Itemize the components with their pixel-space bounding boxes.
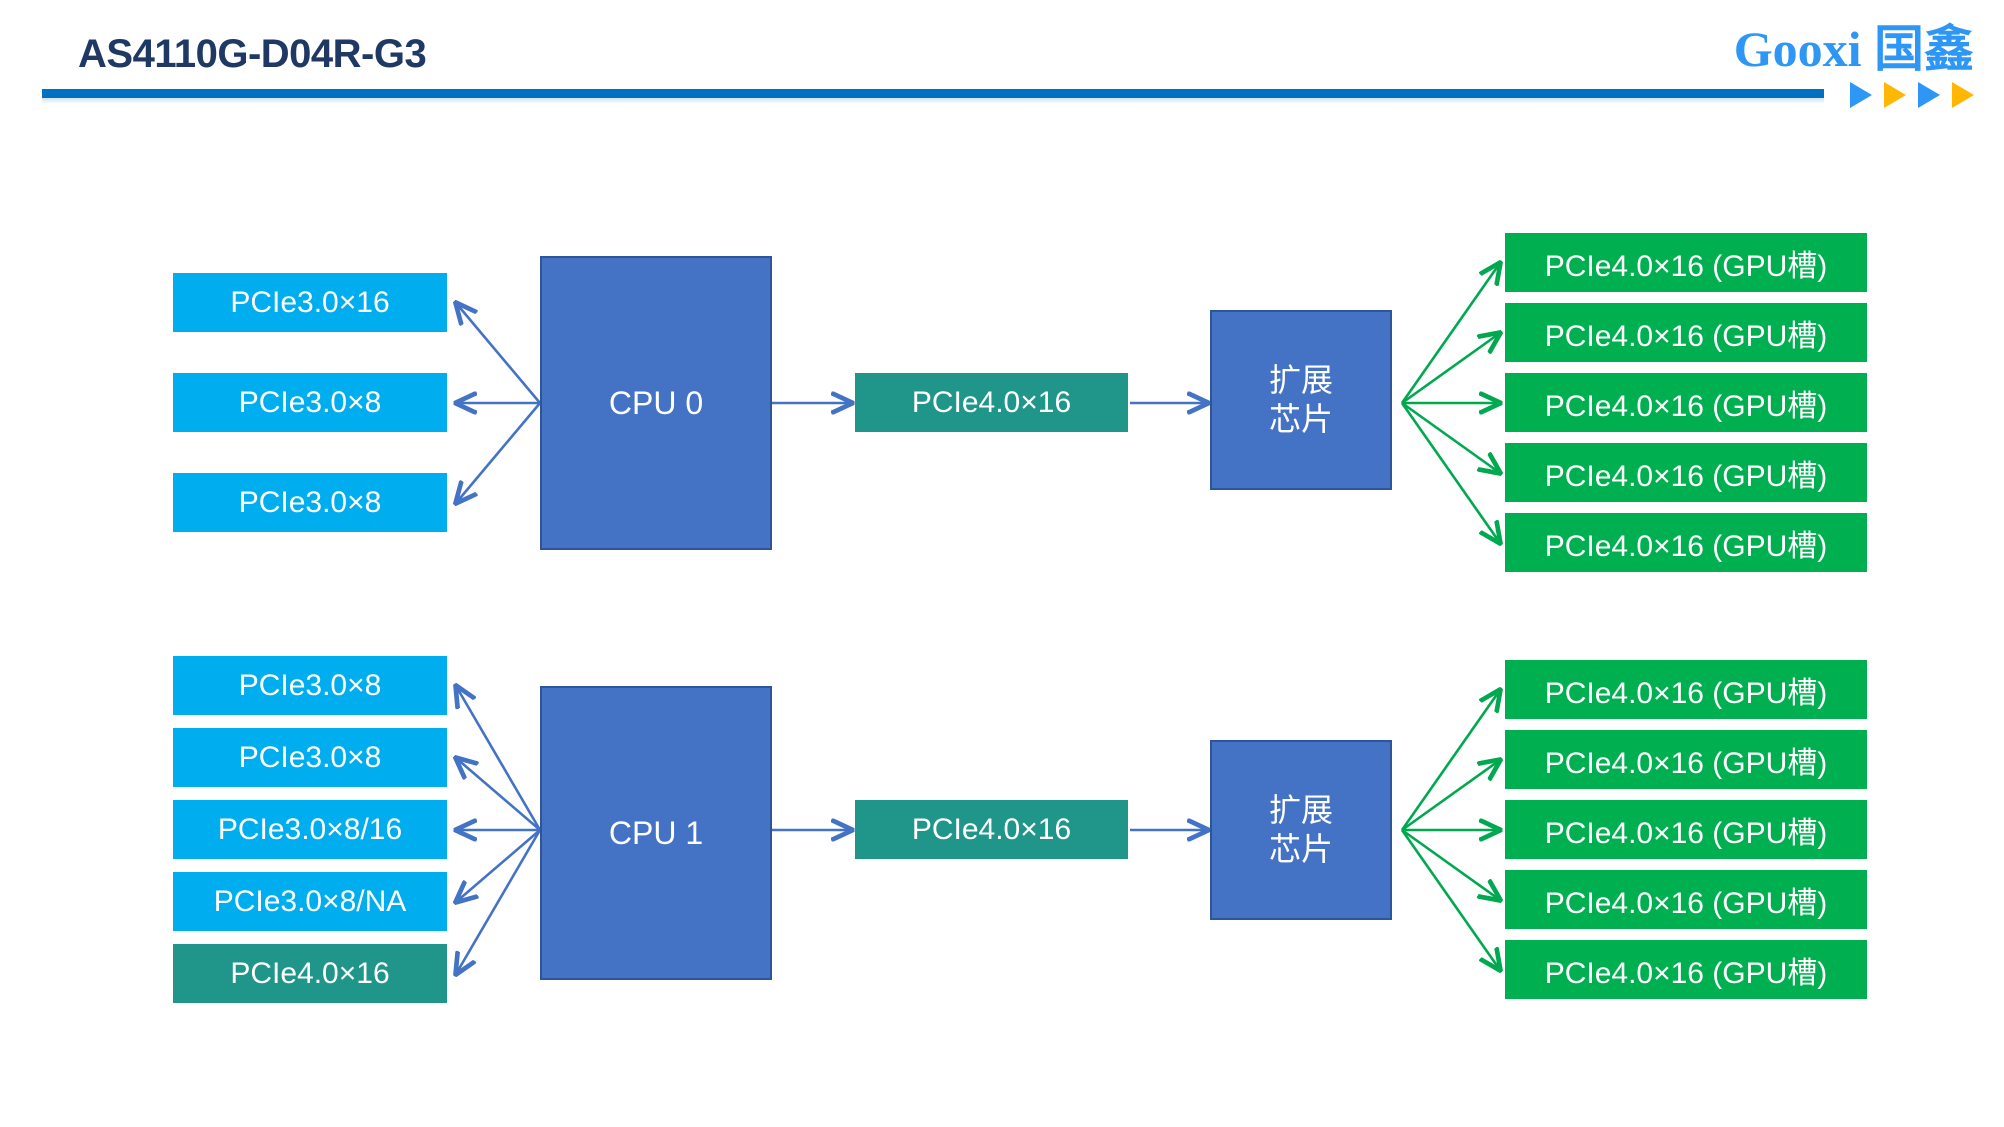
gpu-slot-box[interactable]: PCIe4.0×16 (GPU槽) [1505,660,1867,719]
gpu-slot-box[interactable]: PCIe4.0×16 (GPU槽) [1505,233,1867,292]
slot-box[interactable]: PCIe3.0×8 [173,373,447,432]
gpu-slot-box[interactable]: PCIe4.0×16 (GPU槽) [1505,513,1867,572]
cpu1-left-arrows [456,686,542,974]
slot-box[interactable]: PCIe3.0×8/16 [173,800,447,859]
header-divider [42,89,1824,98]
expansion-chip-box-0[interactable]: 扩展 芯片 [1210,310,1392,490]
gpu-slot-box[interactable]: PCIe4.0×16 (GPU槽) [1505,303,1867,362]
logo-chinese-text: 国鑫 [1874,20,1974,78]
chip-label-line2: 芯片 [1268,401,1333,437]
triangle-icon-3 [1918,82,1940,108]
triangle-icon-1 [1850,82,1872,108]
slot-box[interactable]: PCIe3.0×8 [173,656,447,715]
cpu-box-1[interactable]: CPU 1 [540,686,772,980]
cpu-box-0[interactable]: CPU 0 [540,256,772,550]
slot-box[interactable]: PCIe3.0×8/NA [173,872,447,931]
cpu1-gpu-arrows [1400,690,1500,970]
logo-triangle-row [1734,82,1974,108]
chip-label-line1: 扩展 [1268,791,1333,828]
slot-box[interactable]: PCIe3.0×8 [173,473,447,532]
cpu0-left-arrows [456,303,541,503]
triangle-icon-2 [1884,82,1906,108]
slot-box[interactable]: PCIe3.0×16 [173,273,447,332]
slot-box[interactable]: PCIe3.0×8 [173,728,447,787]
logo-wordmark: Gooxi 国鑫 [1734,24,1974,74]
chip-label-line2: 芯片 [1268,831,1333,867]
gpu-slot-box[interactable]: PCIe4.0×16 (GPU槽) [1505,443,1867,502]
gpu-slot-box[interactable]: PCIe4.0×16 (GPU槽) [1505,870,1867,929]
gpu-slot-box[interactable]: PCIe4.0×16 (GPU槽) [1505,730,1867,789]
chip-label-line1: 扩展 [1268,361,1333,398]
gpu-slot-box[interactable]: PCIe4.0×16 (GPU槽) [1505,373,1867,432]
cpu-link-box-0[interactable]: PCIe4.0×16 [855,373,1128,432]
gpu-slot-box[interactable]: PCIe4.0×16 (GPU槽) [1505,800,1867,859]
expansion-chip-box-1[interactable]: 扩展 芯片 [1210,740,1392,920]
brand-logo: Gooxi 国鑫 [1734,24,1974,108]
slot-box[interactable]: PCIe4.0×16 [173,944,447,1003]
header-divider-shadow [42,98,1824,104]
cpu0-gpu-arrows [1400,263,1500,543]
logo-latin-text: Gooxi [1733,21,1862,77]
cpu-link-box-1[interactable]: PCIe4.0×16 [855,800,1128,859]
page-title: AS4110G-D04R-G3 [78,32,427,76]
triangle-icon-4 [1952,82,1974,108]
gpu-slot-box[interactable]: PCIe4.0×16 (GPU槽) [1505,940,1867,999]
